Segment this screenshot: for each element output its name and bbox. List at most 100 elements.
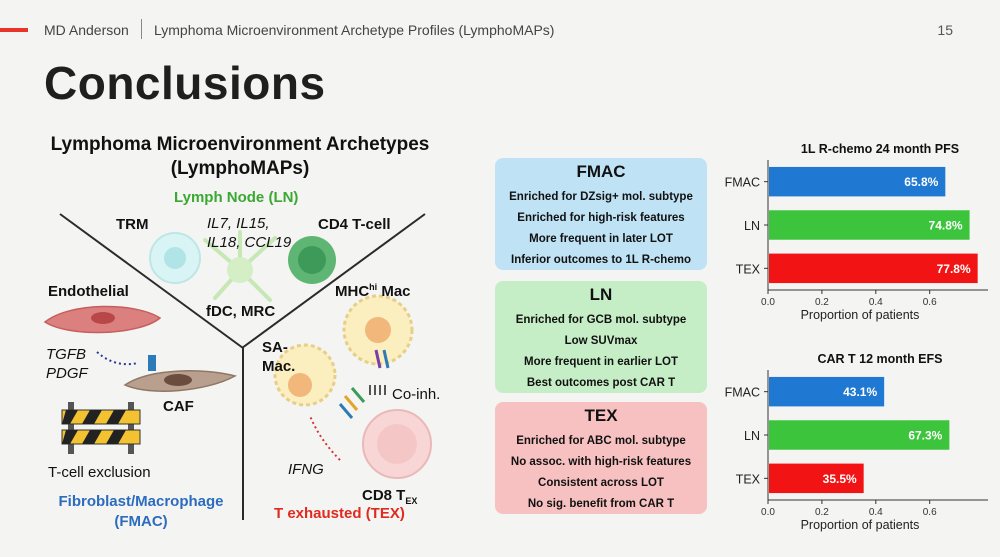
fmac-label: Fibroblast/Macrophage (FMAC) xyxy=(46,492,236,532)
box-item: Enriched for DZsig+ mol. subtype xyxy=(509,191,693,203)
mhc-mac-nucleus xyxy=(365,317,391,343)
chart-title: 1L R-chemo 24 month PFS xyxy=(801,142,959,156)
x-tick-label: 0.4 xyxy=(869,297,883,308)
archetype-diagram xyxy=(43,213,432,520)
sa-mac-nucleus xyxy=(288,373,312,397)
ifng-label: IFNG xyxy=(288,461,324,478)
coinh-label: Co-inh. xyxy=(392,386,441,403)
diagram-title: Lymphoma Microenvironment Archetypes (Ly… xyxy=(30,133,450,181)
data-label: 65.8% xyxy=(904,175,938,189)
box-item: Inferior outcomes to 1L R-chemo xyxy=(511,254,691,266)
box-item: More frequent in earlier LOT xyxy=(524,356,678,368)
ligand-receptors xyxy=(338,349,390,419)
box-item: No sig. benefit from CAR T xyxy=(527,498,675,510)
box-item: Enriched for high-risk features xyxy=(517,212,685,224)
box-title: TEX xyxy=(584,406,618,425)
caf-label: CAF xyxy=(163,398,194,415)
bar-fmac xyxy=(769,166,946,197)
ln-summary-box: LN Enriched for GCB mol. subtype Low SUV… xyxy=(495,281,707,393)
tgfb-label: TGFB xyxy=(46,346,86,363)
bar-ln xyxy=(769,420,950,450)
category-label: FMAC xyxy=(725,176,760,190)
box-item: No assoc. with high-risk features xyxy=(510,456,692,468)
mhc-main: MHC xyxy=(335,283,370,300)
cytokines-line2: IL18, CCL19 xyxy=(207,234,292,251)
header-org: MD Anderson xyxy=(44,22,129,38)
slide-title: Conclusions xyxy=(44,57,326,109)
x-tick-label: 0.2 xyxy=(815,297,829,308)
cd8-nucleus xyxy=(377,424,417,464)
tcell-exclusion-label: T-cell exclusion xyxy=(48,464,151,481)
cd8-label: CD8 TEX xyxy=(362,487,417,506)
diagram-title-line2: (LymphoMAPs) xyxy=(170,158,310,179)
data-label: 67.3% xyxy=(908,429,942,443)
chart-title: CAR T 12 month EFS xyxy=(817,352,942,366)
divider-left xyxy=(59,213,244,349)
bar-tex xyxy=(769,463,864,494)
x-axis-label: Proportion of patients xyxy=(801,518,920,532)
x-tick-label: 0.6 xyxy=(923,507,937,518)
cd4-nucleus xyxy=(298,246,326,274)
growth-factors-label: TGFB PDGF xyxy=(46,345,88,383)
box-item: Enriched for ABC mol. subtype xyxy=(516,435,686,447)
category-label: LN xyxy=(744,429,760,443)
x-tick-label: 0.0 xyxy=(761,297,775,308)
tex-label: T exhausted (TEX) xyxy=(274,505,405,522)
x-tick-label: 0.6 xyxy=(923,297,937,308)
fdc-body xyxy=(227,257,253,283)
barrier-icon xyxy=(61,402,141,454)
cd8-sub: EX xyxy=(405,496,418,506)
divider-right xyxy=(241,213,426,349)
header-title: Lymphoma Microenvironment Archetype Prof… xyxy=(154,22,555,38)
fmac-summary-box: FMAC Enriched for DZsig+ mol. subtype En… xyxy=(495,158,707,270)
ln-label: Lymph Node (LN) xyxy=(174,189,299,206)
receptor xyxy=(148,355,156,371)
box-title: LN xyxy=(589,285,613,304)
sa-mac-line1: SA- xyxy=(262,339,288,356)
diagram-title-line1: Lymphoma Microenvironment Archetypes xyxy=(50,134,430,155)
x-axis-label: Proportion of patients xyxy=(801,308,920,322)
mhc-mac-label: MHChi Mac xyxy=(335,282,411,300)
growth-factor-arrow xyxy=(96,351,139,366)
box-item: Consistent across LOT xyxy=(538,477,664,489)
data-label: 74.8% xyxy=(929,219,963,233)
cytokines-label: IL7, IL15, IL18, CCL19 xyxy=(207,214,291,252)
pdgf-label: PDGF xyxy=(46,365,88,382)
bar-ln xyxy=(769,210,970,240)
header-divider xyxy=(141,19,142,39)
category-label: FMAC xyxy=(725,386,760,400)
data-label: 35.5% xyxy=(823,472,857,486)
ifng-arrow xyxy=(309,415,341,461)
trm-label: TRM xyxy=(116,216,149,233)
accent-bar xyxy=(0,28,28,32)
data-label: 77.8% xyxy=(937,262,971,276)
page-number: 15 xyxy=(937,22,953,38)
cytokines-line1: IL7, IL15, xyxy=(207,215,270,232)
fmac-line2: (FMAC) xyxy=(114,513,168,530)
category-label: LN xyxy=(744,219,760,233)
x-tick-label: 0.4 xyxy=(869,507,883,518)
trm-nucleus xyxy=(164,247,186,269)
fdc-label: fDC, MRC xyxy=(206,303,276,320)
category-label: TEX xyxy=(736,262,761,276)
box-item: Best outcomes post CAR T xyxy=(526,377,676,389)
x-tick-label: 0.0 xyxy=(761,507,775,518)
category-label: TEX xyxy=(736,472,761,486)
fmac-line1: Fibroblast/Macrophage xyxy=(58,493,224,510)
box-title: FMAC xyxy=(576,162,626,181)
box-item: Low SUVmax xyxy=(564,335,638,347)
sa-mac-line2: Mac. xyxy=(262,358,296,375)
cd8-main: CD8 T xyxy=(362,487,406,504)
bar-tex xyxy=(769,253,978,284)
caf-nucleus xyxy=(164,374,192,386)
box-item: Enriched for GCB mol. subtype xyxy=(515,314,687,326)
endothelial-label: Endothelial xyxy=(48,283,129,300)
data-label: 43.1% xyxy=(843,385,877,399)
box-item: More frequent in later LOT xyxy=(529,233,673,245)
tex-summary-box: TEX Enriched for ABC mol. subtype No ass… xyxy=(495,402,707,514)
mhc-sup: hi xyxy=(369,282,378,292)
cd4-label: CD4 T-cell xyxy=(318,216,391,233)
sa-mac-label: SA- Mac. xyxy=(262,338,295,376)
mhc-tail: Mac xyxy=(377,283,411,300)
bar-charts: 1L R-chemo 24 month PFS 65.8% FMAC 74.8% LN 7… xyxy=(725,142,988,532)
